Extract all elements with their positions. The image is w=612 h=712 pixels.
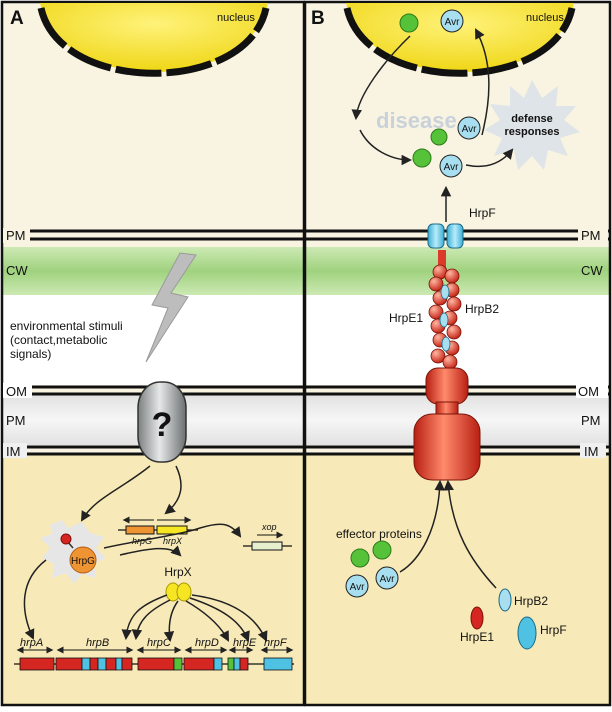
membrane-label-im-a: IM — [6, 444, 20, 459]
hrpf-top-label: HrpF — [469, 206, 496, 220]
nucleus-a — [37, 3, 270, 77]
hrpg-hrpx-operon — [118, 516, 198, 535]
hrpb2-protein — [498, 588, 512, 612]
membrane-label-pm-a: PM — [6, 413, 26, 428]
hrpb2-bottom-label: HrpB2 — [514, 594, 548, 608]
label-bg — [578, 228, 608, 243]
defense-label-1: defense — [511, 113, 553, 125]
gene-label-hrpf: hrpF — [264, 637, 288, 649]
hrpx-protein-label: HrpX — [164, 565, 191, 579]
membrane-label-om-a: OM — [6, 384, 27, 399]
membrane-label-pm-top-a: PM — [6, 228, 26, 243]
xop-gene — [243, 531, 292, 551]
disease-label: disease — [376, 108, 457, 133]
stimuli-line-3: signals) — [10, 347, 51, 361]
gene-label-hrpx: hrpX — [163, 536, 183, 546]
hrpb2-top-label: HrpB2 — [465, 302, 499, 316]
avr-label-cyto-2: Avr — [444, 162, 459, 173]
label-bg — [3, 383, 32, 398]
avr-protein-bottom-2 — [375, 566, 399, 590]
arrow-to-operon — [164, 465, 182, 515]
green-effector-cyto-2 — [412, 148, 432, 168]
effect-arrows — [351, 28, 514, 222]
hrpe1-protein — [470, 606, 484, 630]
green-effector-bottom-1 — [350, 548, 370, 568]
membrane-label-om-b: OM — [578, 384, 599, 399]
stimuli-line-2: (contact,metabolic — [10, 333, 107, 347]
nucleus-label-a: nucleus — [217, 12, 255, 24]
panel-a-letter: A — [10, 8, 24, 29]
label-bg — [3, 228, 30, 243]
gene-label-hrpc: hrpC — [147, 637, 171, 649]
avr-protein-bottom-1 — [345, 574, 369, 598]
defense-label-2: responses — [504, 126, 559, 138]
panel-b-frame — [303, 0, 612, 707]
gene-label-hrpe: hrpE — [233, 637, 257, 649]
avr-label-cyto-1: Avr — [462, 124, 477, 135]
avr-label-nucleus: Avr — [445, 17, 460, 28]
stimuli-line-1: environmental stimuli — [10, 319, 123, 333]
green-effector-cyto-1 — [430, 128, 448, 146]
membrane-label-pm-top-b: PM — [581, 228, 601, 243]
avr-protein-cyto-1 — [457, 116, 481, 140]
membrane-label-cw-a: CW — [6, 263, 28, 278]
hrpe1-bottom-label: HrpE1 — [460, 630, 494, 644]
label-bg — [3, 443, 27, 458]
hrpf-bottom-label: HrpF — [540, 623, 567, 637]
hrpx-protein — [165, 582, 192, 602]
gene-label-hrpd: hrpD — [195, 637, 219, 649]
hrpe1-top-label: HrpE1 — [389, 311, 423, 325]
hrpg-label: HrpG — [71, 556, 95, 567]
hrpf-channel — [427, 223, 464, 249]
membrane-label-im-b: IM — [584, 444, 598, 459]
arrow-to-hrpg — [80, 465, 151, 522]
hrpf-protein — [517, 616, 537, 650]
avr-label-bottom-2: Avr — [380, 574, 395, 585]
gene-label-hrpb: hrpB — [86, 637, 109, 649]
hrp-gene-cluster — [14, 646, 294, 671]
gene-label-xop: xop — [261, 522, 277, 532]
green-effector-nucleus — [399, 13, 419, 33]
effector-proteins-label: effector proteins — [336, 527, 422, 541]
avr-protein-nucleus — [440, 9, 464, 33]
secretion-arrows — [399, 479, 497, 589]
gene-label-hrpa: hrpA — [20, 637, 43, 649]
green-effector-bottom-2 — [372, 540, 392, 560]
hrpg-protein — [40, 520, 106, 584]
defense-burst-icon — [484, 80, 580, 170]
nucleus-label-b: nucleus — [526, 12, 564, 24]
label-bg — [576, 383, 608, 398]
regulation-arrows — [23, 523, 268, 643]
label-bg — [580, 443, 606, 458]
membrane-label-cw-b: CW — [581, 263, 603, 278]
panel-b-letter: B — [311, 8, 325, 29]
avr-label-bottom-1: Avr — [350, 582, 365, 593]
lightning-bolt-icon — [145, 252, 197, 363]
membrane-label-pm-b: PM — [581, 413, 601, 428]
sensor-question-mark: ? — [152, 406, 173, 444]
sensor-protein — [137, 381, 187, 463]
avr-protein-cyto-2 — [439, 154, 463, 178]
hrp-pilus — [428, 250, 462, 370]
